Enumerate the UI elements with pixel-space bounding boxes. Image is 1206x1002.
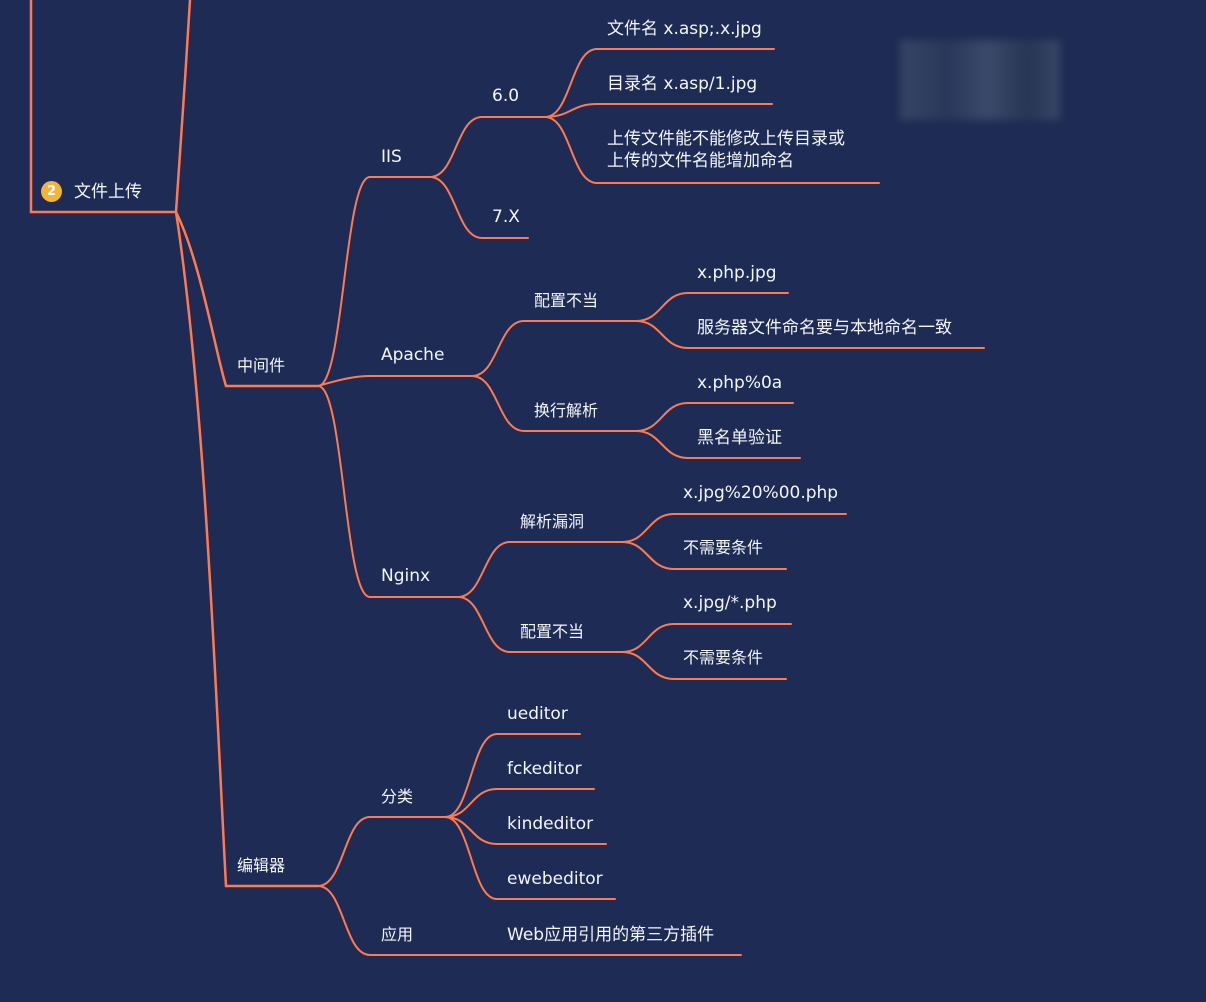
link-iis-6 <box>429 116 546 178</box>
link-topic-middleware <box>174 210 320 388</box>
link-editor-application <box>317 885 742 956</box>
node-iis-7x[interactable]: 7.X <box>492 207 520 227</box>
link-middleware-apache <box>317 375 473 387</box>
root-connector-line <box>29 0 178 214</box>
link-iis6-leaf3 <box>544 116 880 184</box>
topic-file-upload[interactable]: 文件上传 <box>74 182 142 202</box>
leaf-kindeditor[interactable]: kindeditor <box>507 814 594 834</box>
link-apache-newline <box>471 375 637 432</box>
node-nginx-parse[interactable]: 解析漏洞 <box>520 512 585 531</box>
node-nginx-misconfig[interactable]: 配置不当 <box>520 622 585 641</box>
node-editor-application[interactable]: 应用 <box>381 925 414 944</box>
leaf-ueditor[interactable]: ueditor <box>507 704 568 724</box>
link-iis6-leaf2 <box>544 103 773 118</box>
link-apache-misconfig-leaf2 <box>635 320 985 349</box>
leaf-third-party-plugins[interactable]: Web应用引用的第三方插件 <box>507 925 715 945</box>
leaf-apache-xphpjpg[interactable]: x.php.jpg <box>697 263 777 283</box>
node-apache-newline[interactable]: 换行解析 <box>534 401 599 420</box>
link-middleware-iis <box>317 176 431 387</box>
link-nginx-misconfig-leaf1 <box>621 623 792 653</box>
blurred-watermark <box>900 40 1060 120</box>
link-nginx-misconfig <box>457 596 623 653</box>
leaf-ewebeditor[interactable]: ewebeditor <box>507 869 603 889</box>
link-apache-misconfig <box>471 320 637 377</box>
leaf-nginx-nocondition-2[interactable]: 不需要条件 <box>683 648 764 667</box>
node-iis-6[interactable]: 6.0 <box>492 86 520 106</box>
node-editor-category[interactable]: 分类 <box>381 787 414 806</box>
link-category-kindeditor <box>444 816 607 845</box>
leaf-apache-naming[interactable]: 服务器文件命名要与本地命名一致 <box>697 318 952 338</box>
link-apache-newline-leaf1 <box>635 402 794 432</box>
link-nginx-parse <box>457 541 623 598</box>
link-nginx-parse-leaf2 <box>621 541 787 570</box>
link-apache-newline-leaf2 <box>635 430 801 459</box>
link-middleware-nginx <box>317 385 459 598</box>
leaf-nginx-xjpg20[interactable]: x.jpg%20%00.php <box>683 483 839 503</box>
link-category-ewebeditor <box>444 816 616 900</box>
leaf-iis6-dirname[interactable]: 目录名 x.asp/1.jpg <box>607 74 758 94</box>
leaf-iis6-filename[interactable]: 文件名 x.asp;.x.jpg <box>607 19 762 39</box>
node-apache[interactable]: Apache <box>381 345 445 365</box>
link-iis6-leaf1 <box>544 48 775 118</box>
link-category-fckeditor <box>444 788 595 818</box>
leaf-nginx-xjpgphp[interactable]: x.jpg/*.php <box>683 593 777 613</box>
link-topic-editor <box>174 210 320 888</box>
link-nginx-misconfig-leaf2 <box>621 651 787 680</box>
node-editor[interactable]: 编辑器 <box>237 856 286 875</box>
node-middleware[interactable]: 中间件 <box>237 356 286 375</box>
link-nginx-parse-leaf1 <box>621 513 847 543</box>
link-apache-misconfig-leaf1 <box>635 292 789 322</box>
leaf-nginx-nocondition-1[interactable]: 不需要条件 <box>683 538 764 557</box>
node-nginx[interactable]: Nginx <box>381 566 431 586</box>
leaf-iis6-modify[interactable]: 上传文件能不能修改上传目录或 上传的文件名能增加命名 <box>607 129 845 171</box>
leaf-fckeditor[interactable]: fckeditor <box>507 759 582 779</box>
leaf-apache-blacklist[interactable]: 黑名单验证 <box>697 428 782 448</box>
link-iis-7x <box>429 176 529 239</box>
node-apache-misconfig[interactable]: 配置不当 <box>534 291 599 310</box>
link-category-ueditor <box>444 733 581 818</box>
leaf-apache-xphp0a[interactable]: x.php%0a <box>697 373 783 393</box>
root-continuation-line <box>174 0 192 214</box>
node-iis[interactable]: IIS <box>381 147 402 167</box>
link-editor-category <box>317 816 446 887</box>
topic-number-badge: 2 <box>41 181 62 202</box>
